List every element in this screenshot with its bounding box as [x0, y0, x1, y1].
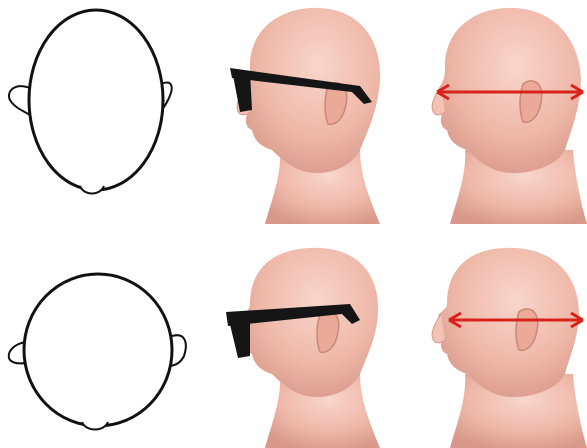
nose-icon: [80, 186, 104, 194]
oval-head-top-view: [0, 0, 200, 224]
head-round: [24, 274, 172, 426]
head-shape: [438, 8, 581, 173]
head-profile-with-measure-1: [415, 0, 587, 224]
oval-head-outline: [0, 0, 200, 224]
head-measure-svg: [415, 0, 587, 224]
round-head-outline: [0, 224, 200, 448]
head-shape: [243, 248, 378, 397]
nose-icon: [82, 422, 108, 430]
head-profile-with-glasses-2: [210, 224, 390, 448]
round-head-top-view: [0, 224, 200, 448]
head-profile-with-measure-2: [415, 224, 587, 448]
head-oval: [29, 10, 163, 190]
head-measure-svg-2: [415, 224, 587, 448]
head-profile-svg-2: [210, 224, 390, 448]
head-shape: [438, 248, 579, 397]
head-profile-with-glasses-1: [210, 0, 390, 224]
head-profile-svg: [210, 0, 390, 224]
